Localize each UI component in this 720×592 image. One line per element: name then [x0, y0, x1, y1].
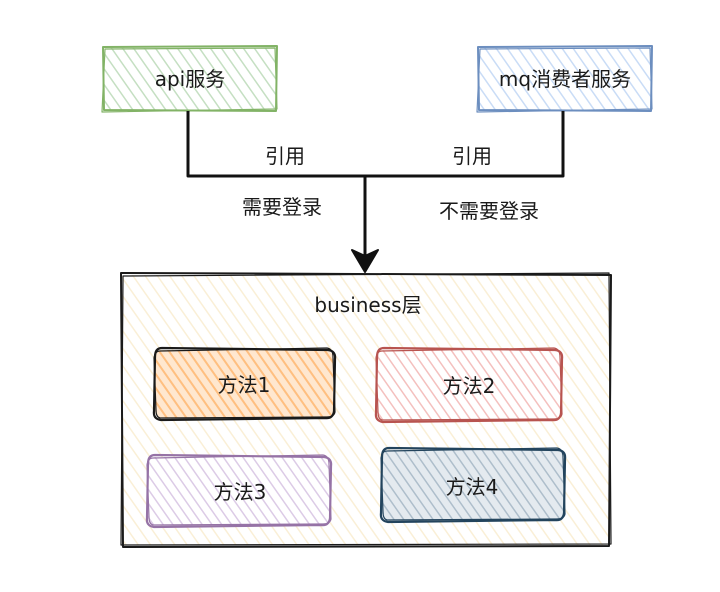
mq-connector	[365, 111, 565, 178]
method2-node[interactable]: 方法2	[374, 346, 564, 424]
api-connector	[186, 111, 365, 178]
login-required-label: 需要登录	[242, 195, 322, 219]
method3-label: 方法3	[214, 480, 267, 504]
api-service-label: api服务	[155, 67, 226, 91]
api-service-node[interactable]: api服务	[101, 45, 278, 113]
method4-label: 方法4	[446, 475, 499, 499]
method4-node[interactable]: 方法4	[379, 446, 567, 524]
business-layer-label: business层	[314, 293, 421, 317]
method1-node[interactable]: 方法1	[152, 346, 337, 422]
method3-node[interactable]: 方法3	[145, 453, 333, 529]
api-reference-label: 引用	[265, 144, 305, 168]
method1-label: 方法1	[218, 373, 271, 397]
arrowhead-icon	[351, 249, 379, 273]
login-not-required-label: 不需要登录	[439, 199, 539, 223]
mq-consumer-node[interactable]: mq消费者服务	[476, 45, 653, 113]
mq-reference-label: 引用	[452, 144, 492, 168]
method2-label: 方法2	[443, 374, 496, 398]
mq-consumer-label: mq消费者服务	[499, 67, 631, 91]
connector-lines	[186, 111, 565, 273]
